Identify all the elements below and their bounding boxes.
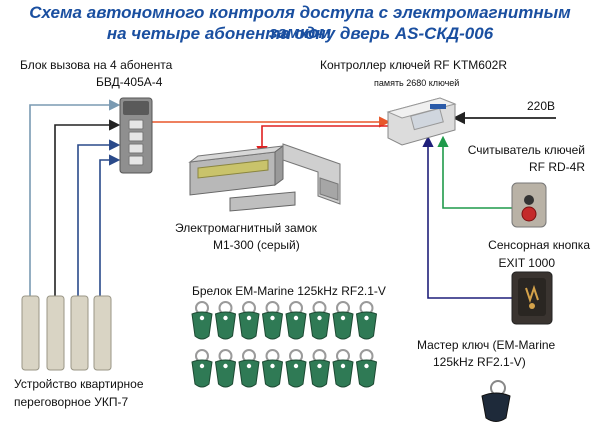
keyfob	[308, 349, 331, 388]
master-key-label-line-1: Мастер ключ (EM-Marine	[417, 338, 556, 352]
controller-label-line-1: Контроллер ключей RF KTM602R	[320, 58, 507, 72]
wire-reader-to-controller	[437, 135, 512, 209]
intercom-label-line-1: Устройство квартирное	[14, 377, 144, 391]
keyfob	[238, 349, 260, 388]
keyfob	[355, 301, 378, 340]
keyfob	[285, 349, 307, 388]
master-key-fob	[481, 380, 511, 422]
exit-touch-button-device	[511, 271, 553, 325]
keyfob	[238, 301, 260, 340]
keyfob	[285, 301, 307, 340]
controller-label-line-2: память 2680 ключей	[374, 78, 460, 88]
intercom-label-line-2: переговорное УКП-7	[14, 395, 129, 409]
diagram-title-line-2: на четыре абонента одну дверь AS-СКД-006	[106, 24, 494, 43]
call-unit-device	[119, 97, 153, 174]
touch-label-line-1: Сенсорная кнопка	[488, 238, 590, 252]
power-label: 220В	[527, 99, 556, 113]
master-key-label-line-2: 125kHz RF2.1-V)	[433, 355, 526, 369]
call-unit-label-line-2: БВД-405А-4	[96, 75, 163, 89]
controller-device	[386, 97, 457, 146]
lock-label-line-2: М1-300 (серый)	[213, 238, 300, 252]
keyfob	[332, 349, 354, 388]
wire-controller-to-lock	[256, 125, 398, 158]
keyfob-grid	[191, 301, 378, 388]
wire-touch-to-controller	[422, 135, 512, 299]
keyfob	[191, 349, 213, 388]
electromagnetic-lock-device	[188, 143, 341, 212]
keyfob	[332, 301, 354, 340]
keyfob	[214, 349, 237, 388]
keyfob	[355, 349, 378, 388]
touch-label-line-2: EXIT 1000	[498, 256, 555, 270]
intercom-wires	[29, 99, 121, 298]
keyfob	[261, 301, 284, 340]
keyfob	[261, 349, 284, 388]
key-reader-device	[511, 182, 547, 228]
keyfob	[214, 301, 237, 340]
lock-label-line-1: Электромагнитный замок	[175, 221, 317, 235]
keyfob-label: Брелок EM-Marine 125kHz RF2.1-V	[192, 284, 386, 298]
keyfob	[191, 301, 213, 340]
keyfob	[308, 301, 331, 340]
intercom-handsets	[21, 295, 112, 371]
reader-label-line-1: Считыватель ключей	[467, 143, 585, 157]
call-unit-label-line-1: Блок вызова на 4 абонента	[20, 58, 173, 72]
diagram-title-line-1: Схема автономного контроля доступа с эле…	[29, 3, 571, 42]
reader-label-line-2: RF RD-4R	[529, 160, 585, 174]
